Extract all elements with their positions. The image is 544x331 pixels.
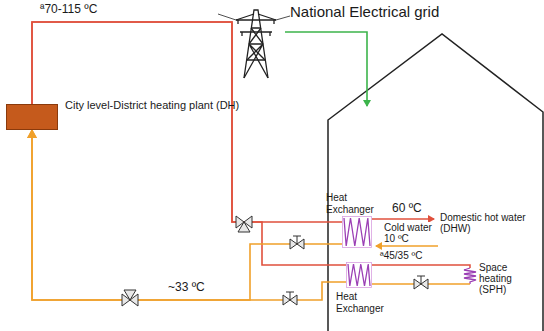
grid-label: National Electrical grid <box>290 4 490 21</box>
exchanger-coil <box>346 262 372 288</box>
plant-box: City level-District heating plant (DH) <box>6 104 58 130</box>
sph-label: Space heating (SPH) <box>479 262 541 295</box>
node-label: Heat Exchanger <box>336 291 392 314</box>
pipe-connector <box>32 130 346 300</box>
heat-exchanger: Heat Exchanger <box>342 216 372 248</box>
pipe-connector <box>32 22 346 265</box>
three-way-valve <box>122 290 138 306</box>
temperature-label: ª45/35 ºC <box>380 250 450 261</box>
control-valve <box>290 236 304 249</box>
temperature-label: ª70-115 ºC <box>40 3 130 16</box>
heating-supply-pipe <box>372 265 470 268</box>
node-label: City level-District heating plant (DH) <box>65 99 247 112</box>
house-outline <box>328 34 543 331</box>
space-heating-coil <box>464 268 476 284</box>
exchanger-coil <box>342 216 372 248</box>
heat-exchanger: Heat Exchanger <box>346 262 372 288</box>
cold-water-pipe <box>376 245 438 247</box>
pylon-symbol <box>218 10 290 78</box>
control-valve <box>414 276 428 289</box>
three-way-valve <box>236 216 252 232</box>
pipe-connector <box>32 130 342 300</box>
dhw-label: Domestic hot water (DHW) <box>440 212 540 234</box>
power-line <box>285 32 367 106</box>
cold-water-label: Cold water 10 ºC <box>384 222 438 244</box>
pipe-connector <box>32 22 342 222</box>
node-label: Heat Exchanger <box>326 192 382 215</box>
control-valve <box>283 292 297 305</box>
temperature-label: 60 ºC <box>392 202 438 215</box>
hot-water-pipe <box>372 218 434 220</box>
temperature-label: ~33 ºC <box>168 281 228 294</box>
